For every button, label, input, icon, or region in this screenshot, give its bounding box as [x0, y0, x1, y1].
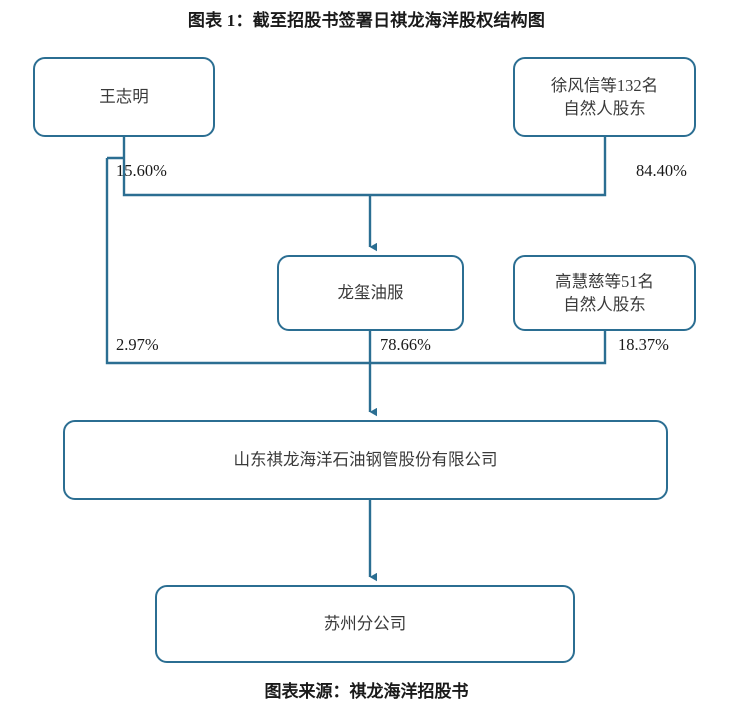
- edge-wang-to-qilong: [105, 158, 370, 365]
- node-label: 高慧慈等51名 自然人股东: [555, 271, 654, 314]
- edge-wang-to-longxi: [122, 137, 370, 197]
- edge-xu-to-longxi: [370, 137, 607, 197]
- edge-label-wang-to-qilong: 2.97%: [116, 335, 159, 354]
- node-label: 山东祺龙海洋石油钢管股份有限公司: [233, 450, 498, 470]
- node-label: 徐风信等132名 自然人股东: [550, 75, 659, 118]
- edge-gao-to-qilong: [370, 331, 607, 365]
- edge-label-xu-to-longxi: 84.40%: [636, 161, 687, 180]
- edge-label-wang-to-longxi: 15.60%: [116, 161, 167, 180]
- node-label: 苏州分公司: [323, 614, 407, 634]
- page-title: 图表 1：截至招股书签署日祺龙海洋股权结构图: [187, 11, 546, 30]
- node-xu-fengxin-shareholders[interactable]: 徐风信等132名 自然人股东: [513, 57, 696, 137]
- node-label: 王志明: [99, 87, 149, 107]
- edge-label-gao-to-qilong: 18.37%: [618, 335, 669, 354]
- node-suzhou-branch[interactable]: 苏州分公司: [155, 585, 575, 663]
- figure-source: 图表来源：祺龙海洋招股书: [264, 682, 469, 701]
- edge-label-longxi-to-qilong: 78.66%: [380, 335, 431, 354]
- node-shandong-qilong-company[interactable]: 山东祺龙海洋石油钢管股份有限公司: [63, 420, 668, 500]
- node-gao-huici-shareholders[interactable]: 高慧慈等51名 自然人股东: [513, 255, 696, 331]
- node-label: 龙玺油服: [337, 283, 404, 303]
- node-longxi-oil-service[interactable]: 龙玺油服: [277, 255, 464, 331]
- node-wang-zhiming[interactable]: 王志明: [33, 57, 215, 137]
